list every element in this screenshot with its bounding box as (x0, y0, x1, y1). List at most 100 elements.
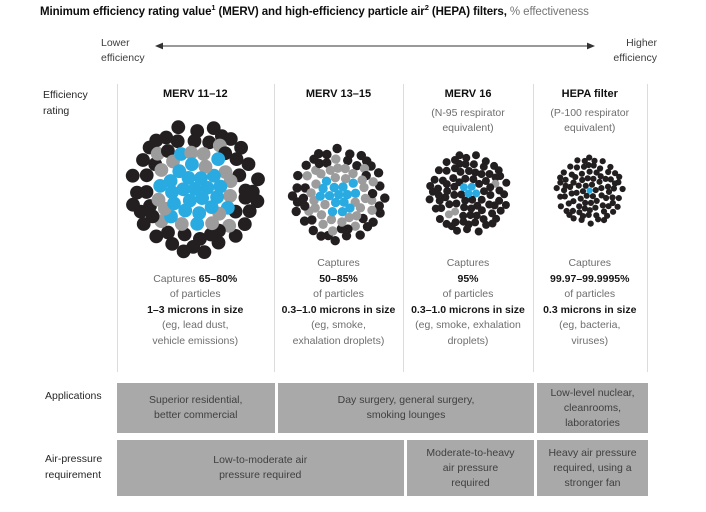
captures-text: of particles (169, 288, 221, 300)
captures-line: vehicle emissions) (117, 334, 275, 350)
air-pressure-box-line: Heavy air pressure (548, 446, 637, 459)
footnote-marker-1: 1 (211, 3, 216, 13)
column-subheader: equivalent) (564, 122, 616, 134)
column-header: MERV 13–15 (305, 88, 372, 100)
title-unit: % effectiveness (506, 6, 589, 18)
captures-value: 95% (457, 272, 479, 285)
captures-line: Captures 65–80% (117, 272, 275, 288)
column-separator (533, 84, 534, 372)
application-box-line: Low-level nuclear, (550, 386, 635, 399)
captures-line: Captures (403, 256, 533, 272)
captures-text: Captures (446, 257, 490, 269)
captures-text: Captures (317, 257, 360, 269)
column-subheader: (N-95 respirator (431, 107, 505, 119)
scale-lower-label: Lower efficiency (101, 37, 145, 64)
air-pressure-box-line: air pressure (442, 461, 499, 474)
title-main-3: (HEPA) filters, (428, 6, 507, 18)
captures-text: Captures (153, 272, 199, 285)
captures-value: 0.3–1.0 microns in size (281, 303, 396, 316)
application-box: Superior residential, better commercial (116, 383, 275, 433)
captures-line: 0.3 microns in size (533, 303, 647, 319)
captures-text: viruses) (571, 334, 609, 347)
air-pressure-box-line: Low-to-moderate air (213, 454, 308, 466)
application-box-line: Day surgery, general surgery, (337, 394, 475, 406)
air-pressure-box-line: pressure required (219, 469, 302, 481)
captures-text: (eg, bacteria, (559, 319, 621, 331)
application-box-line: Superior residential, (149, 394, 243, 406)
captures-line: of particles (403, 287, 533, 303)
air-pressure-box-line: required, using a (553, 461, 632, 474)
captures-block: Captures 99.97–99.9995% of particles 0.3 mi… (533, 256, 647, 349)
captures-value: 99.97–99.9995% (550, 272, 630, 285)
captures-block: Captures 50–85% of particles 0.3–1.0 micron… (274, 256, 403, 349)
row-label-applications: Applications (45, 390, 102, 402)
column-separator (403, 84, 404, 372)
captures-line: (eg, lead dust, (117, 318, 275, 334)
particle-cluster (553, 154, 626, 228)
column-subheader: (P-100 respirator (550, 107, 630, 119)
captures-line: of particles (533, 287, 647, 303)
captures-line: 0.3–1.0 microns in size (403, 303, 533, 319)
application-box: Low-level nuclear, cleanrooms, laboratorie… (537, 383, 648, 433)
captures-line: of particles (274, 287, 403, 303)
captures-line: 50–85% (274, 272, 403, 288)
captures-text: of particles (313, 288, 364, 300)
column-subheader: equivalent) (442, 122, 494, 134)
captures-line: (eg, bacteria, (533, 318, 647, 334)
captures-value: 65–80% (198, 272, 238, 285)
footnote-marker-2: 2 (424, 3, 429, 13)
captures-line: 0.3–1.0 microns in size (274, 303, 403, 319)
title-main-1: Minimum efficiency rating value (40, 6, 212, 18)
captures-value: 1–3 microns in size (147, 303, 244, 316)
captures-text: droplets) (447, 334, 489, 347)
captures-line: 95% (403, 272, 533, 288)
application-box-line: laboratories (565, 416, 620, 429)
particle-cluster (126, 120, 266, 260)
column-separator (646, 84, 648, 372)
application-box: Day surgery, general surgery, smoking lou… (278, 383, 534, 433)
captures-line: of particles (117, 287, 275, 303)
air-pressure-box: Moderate-to-heavy air pressure required (407, 440, 534, 496)
air-pressure-box: Low-to-moderate air pressure required (116, 440, 404, 496)
column-header: MERV 16 (444, 88, 492, 100)
captures-line: exhalation droplets) (274, 334, 403, 350)
air-pressure-box-line: Moderate-to-heavy (426, 446, 515, 459)
captures-line: 1–3 microns in size (117, 303, 275, 319)
title-main-2: (MERV) and high-efficiency particle air (215, 6, 425, 18)
captures-text: (eg, smoke, exhalation (415, 319, 521, 331)
captures-line: (eg, smoke, (274, 318, 403, 334)
column-separator (116, 84, 118, 372)
column-header: HEPA filter (561, 88, 618, 100)
captures-line: Captures (533, 256, 647, 272)
air-pressure-box-line: stronger fan (564, 476, 621, 489)
captures-block: Captures 95% of particles 0.3–1.0 microns i… (403, 256, 533, 349)
captures-line: viruses) (533, 334, 647, 350)
captures-text: vehicle emissions) (152, 334, 239, 347)
page-title: Minimum efficiency rating value1 (MERV) … (40, 3, 589, 18)
particle-cluster (287, 144, 390, 246)
captures-text: Captures (568, 257, 612, 269)
captures-text: exhalation droplets) (292, 334, 385, 347)
captures-text: (eg, lead dust, (161, 319, 229, 331)
column-header: MERV 11–12 (162, 88, 228, 100)
efficiency-arrow (155, 42, 595, 50)
application-box-line: smoking lounges (366, 409, 446, 421)
air-pressure-box: Heavy air pressure required, using a stron… (537, 440, 648, 496)
captures-value: 0.3–1.0 microns in size (411, 303, 525, 316)
captures-line: droplets) (403, 334, 533, 350)
captures-value: 50–85% (319, 272, 358, 285)
application-box-line: better commercial (154, 409, 238, 421)
row-label-efficiency-rating: Efficiency rating (43, 89, 88, 117)
air-pressure-box-line: required (451, 476, 490, 489)
captures-line: 99.97–99.9995% (533, 272, 647, 288)
scale-higher-label: Higher efficiency (613, 37, 657, 64)
captures-line: (eg, smoke, exhalation (403, 318, 533, 334)
captures-text: (eg, smoke, (311, 319, 366, 331)
captures-text: of particles (442, 288, 494, 300)
particle-cluster (425, 150, 510, 235)
application-box-line: cleanrooms, (563, 401, 622, 414)
captures-line: Captures (274, 256, 403, 272)
captures-text: of particles (564, 288, 616, 300)
